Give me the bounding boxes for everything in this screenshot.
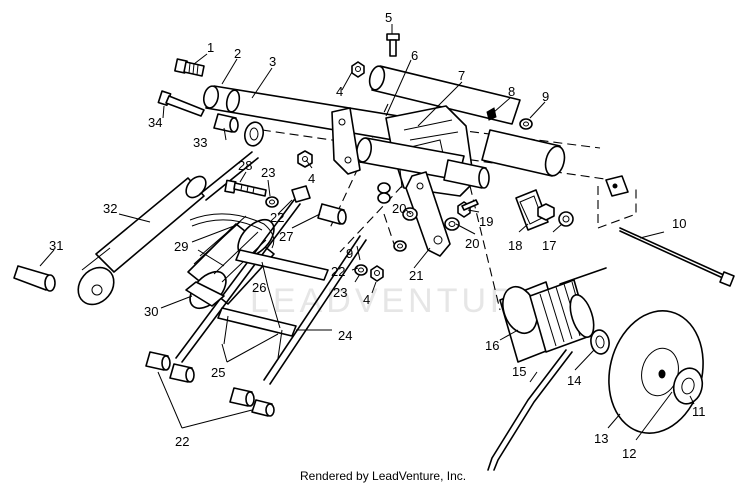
callout-5: 5 xyxy=(385,10,392,25)
part-nut-4a xyxy=(351,61,365,78)
part-side-plate-21 xyxy=(405,171,451,257)
callout-7: 7 xyxy=(458,68,465,83)
part-guide-block-18 xyxy=(515,189,555,231)
part-washer-23a xyxy=(265,196,279,208)
callout-24: 24 xyxy=(338,328,352,343)
part-bolt-19 xyxy=(457,199,479,218)
callout-17: 17 xyxy=(542,238,556,253)
part-bolt-34 xyxy=(157,90,205,117)
callout-21: 21 xyxy=(409,268,423,283)
part-bushing-upper xyxy=(243,121,265,147)
part-washer-23b xyxy=(354,264,368,276)
part-link-27 xyxy=(175,199,367,385)
part-washer-20b xyxy=(444,217,460,231)
callout-6: 6 xyxy=(411,48,418,63)
part-bushing-22b xyxy=(317,203,347,225)
callout-20a: 20 xyxy=(392,201,406,216)
callout-12: 12 xyxy=(622,446,636,461)
callout-9a: 9 xyxy=(542,89,549,104)
callout-11: 11 xyxy=(692,404,706,419)
part-right-sleeve xyxy=(481,129,566,177)
part-wheel-13 xyxy=(608,310,704,434)
part-damper-30 xyxy=(185,281,225,307)
callout-28: 28 xyxy=(238,158,252,173)
part-bushing-31 xyxy=(13,265,56,292)
callout-1: 1 xyxy=(207,40,214,55)
watermark: LEADVENTURE xyxy=(250,282,545,320)
part-crossbar-26 xyxy=(217,249,329,359)
footer-credit: Rendered by LeadVenture, Inc. xyxy=(300,469,466,483)
callout-9b: 9 xyxy=(346,246,353,261)
callout-23b: 23 xyxy=(333,285,347,300)
part-washer-9b xyxy=(393,240,407,252)
callout-4b: 4 xyxy=(308,171,315,186)
part-bolt-1 xyxy=(174,58,205,77)
callout-13: 13 xyxy=(594,431,608,446)
callout-2: 2 xyxy=(234,46,241,61)
part-washer-14 xyxy=(590,329,610,355)
part-bolt-28 xyxy=(224,179,267,197)
part-nut-4c xyxy=(370,265,384,282)
callout-33: 33 xyxy=(193,135,207,150)
part-washer-17 xyxy=(558,211,574,227)
callout-30: 30 xyxy=(144,304,158,319)
callout-lines xyxy=(39,24,695,441)
callout-22c: 22 xyxy=(175,434,189,449)
callout-34: 34 xyxy=(148,115,162,130)
callout-numbers: 1 2 3 4 5 6 7 8 9 10 11 12 13 14 15 16 1… xyxy=(49,10,706,461)
callout-10: 10 xyxy=(672,216,686,231)
callout-29: 29 xyxy=(174,239,188,254)
callout-32: 32 xyxy=(103,201,117,216)
callout-4a: 4 xyxy=(336,84,343,99)
callout-8: 8 xyxy=(508,84,515,99)
callout-16: 16 xyxy=(485,338,499,353)
callout-4c: 4 xyxy=(363,292,370,307)
callout-14: 14 xyxy=(567,373,581,388)
part-right-bracket xyxy=(605,175,629,197)
part-bearing-11 xyxy=(672,367,704,405)
part-shock-32 xyxy=(77,151,259,306)
callout-18: 18 xyxy=(508,238,522,253)
part-bushing-22a xyxy=(291,185,311,203)
part-spring-29 xyxy=(187,215,275,310)
callout-31: 31 xyxy=(49,238,63,253)
part-bolt-5 xyxy=(386,33,400,57)
callout-25: 25 xyxy=(211,365,225,380)
part-center-washers xyxy=(377,182,391,204)
part-bushing-22f xyxy=(251,399,275,417)
part-torsion-spring-16 xyxy=(487,267,607,471)
part-side-plate-left xyxy=(331,107,361,175)
callout-20b: 20 xyxy=(465,236,479,251)
part-upper-tube-6 xyxy=(368,65,521,125)
part-long-bolt-10 xyxy=(619,227,735,287)
part-bracket-7 xyxy=(355,105,490,197)
part-pin-8 xyxy=(486,107,497,121)
part-bushing-22c xyxy=(145,351,171,371)
part-bushing-22e xyxy=(229,387,255,407)
part-bushing-22d xyxy=(169,363,195,383)
callout-23a: 23 xyxy=(261,165,275,180)
part-bushing-33 xyxy=(213,113,239,133)
callout-26: 26 xyxy=(252,280,266,295)
callout-22b: 22 xyxy=(331,264,345,279)
callout-3: 3 xyxy=(269,54,276,69)
part-washer-9a xyxy=(519,118,533,130)
callout-27: 27 xyxy=(279,229,293,244)
callout-22a: 22 xyxy=(270,210,284,225)
callout-19: 19 xyxy=(479,214,493,229)
callout-15: 15 xyxy=(512,364,526,379)
